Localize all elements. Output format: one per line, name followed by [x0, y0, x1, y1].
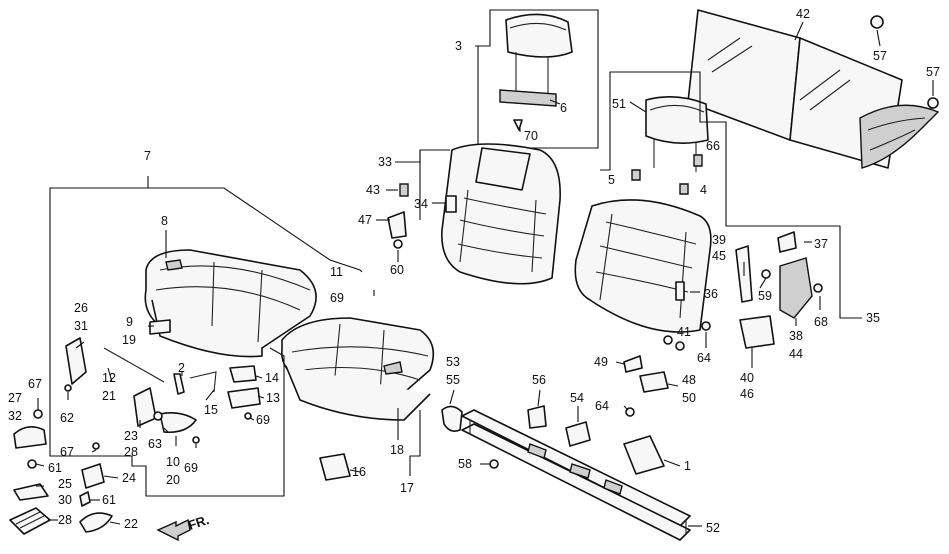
callout-46: 46 — [740, 387, 754, 401]
base-frame-52 — [441, 355, 691, 541]
callout-4: 4 — [700, 183, 707, 197]
latch-assembly-35 — [701, 231, 823, 349]
callout-54: 54 — [570, 391, 584, 405]
callout-6: 6 — [560, 101, 567, 115]
callout-12: 12 — [102, 371, 116, 385]
callout-39: 39 — [712, 233, 726, 247]
callout-61a: 61 — [48, 461, 62, 475]
callout-43: 43 — [366, 183, 380, 197]
callout-18: 18 — [390, 443, 404, 457]
callout-62: 62 — [60, 411, 74, 425]
seatback-36 — [574, 199, 712, 351]
callout-60: 60 — [390, 263, 404, 277]
callout-67a: 67 — [28, 377, 42, 391]
callout-11: 11 — [330, 265, 343, 279]
callout-34: 34 — [414, 197, 428, 211]
callout-67b: 67 — [60, 445, 74, 459]
callout-33: 33 — [378, 155, 392, 169]
seat-cushion-18 — [281, 317, 435, 421]
callout-56: 56 — [532, 373, 546, 387]
callout-52: 52 — [706, 521, 720, 535]
callout-22: 22 — [124, 517, 138, 531]
rear-panel-42 — [687, 9, 940, 169]
callout-64b: 64 — [595, 399, 609, 413]
callout-3: 3 — [455, 39, 462, 53]
callout-66: 66 — [706, 139, 720, 153]
callout-38: 38 — [789, 329, 803, 343]
callout-26: 26 — [74, 301, 88, 315]
callout-57b: 57 — [926, 65, 940, 79]
callout-14: 14 — [265, 371, 279, 385]
callout-57a: 57 — [873, 49, 887, 63]
seatback-33 — [387, 143, 561, 285]
callout-31: 31 — [74, 319, 88, 333]
callout-19: 19 — [122, 333, 136, 347]
callout-28b: 28 — [58, 513, 72, 527]
callout-64a: 64 — [697, 351, 711, 365]
headrest-51 — [631, 96, 709, 195]
callout-13: 13 — [266, 391, 280, 405]
callout-37: 37 — [814, 237, 828, 251]
callout-49: 49 — [594, 355, 608, 369]
callout-35: 35 — [866, 311, 880, 325]
callout-53: 53 — [446, 355, 460, 369]
left-small-parts — [9, 409, 351, 535]
callout-7: 7 — [144, 149, 151, 163]
callout-21: 21 — [102, 389, 116, 403]
callout-70: 70 — [524, 129, 538, 143]
callout-30: 30 — [58, 493, 72, 507]
callout-61b: 61 — [102, 493, 116, 507]
callout-25: 25 — [58, 477, 72, 491]
front-label: FR. — [186, 512, 211, 533]
callout-20: 20 — [166, 473, 180, 487]
callout-15: 15 — [204, 403, 218, 417]
callout-68: 68 — [814, 315, 828, 329]
callout-28a: 28 — [124, 445, 138, 459]
callout-2: 2 — [178, 361, 185, 375]
callout-17: 17 — [400, 481, 414, 495]
callout-55: 55 — [446, 373, 460, 387]
callout-1: 1 — [684, 459, 691, 473]
callout-24: 24 — [122, 471, 136, 485]
callout-50: 50 — [682, 391, 696, 405]
callout-58: 58 — [458, 457, 472, 471]
callout-45: 45 — [712, 249, 726, 263]
cushion-hardware-left — [64, 319, 261, 444]
callout-47: 47 — [358, 213, 372, 227]
callout-36: 36 — [704, 287, 718, 301]
callout-27: 27 — [8, 391, 22, 405]
callout-40: 40 — [740, 371, 754, 385]
callout-48: 48 — [682, 373, 696, 387]
callout-59: 59 — [758, 289, 772, 303]
callout-9: 9 — [126, 315, 133, 329]
callout-16: 16 — [352, 465, 366, 479]
headrest-3 — [499, 13, 573, 131]
callout-63: 63 — [148, 437, 162, 451]
callout-69c: 69 — [184, 461, 198, 475]
callout-69b: 69 — [256, 413, 270, 427]
callout-8: 8 — [161, 214, 168, 228]
callout-69a: 69 — [330, 291, 344, 305]
callout-23: 23 — [124, 429, 138, 443]
callout-5: 5 — [608, 173, 615, 187]
callout-32: 32 — [8, 409, 22, 423]
callout-42: 42 — [796, 7, 810, 21]
callout-51: 51 — [612, 97, 626, 111]
seat-cushion-8 — [144, 249, 317, 358]
callout-41: 41 — [677, 325, 691, 339]
front-arrow-icon — [156, 518, 191, 542]
callout-10: 10 — [166, 455, 180, 469]
callout-44: 44 — [789, 347, 803, 361]
